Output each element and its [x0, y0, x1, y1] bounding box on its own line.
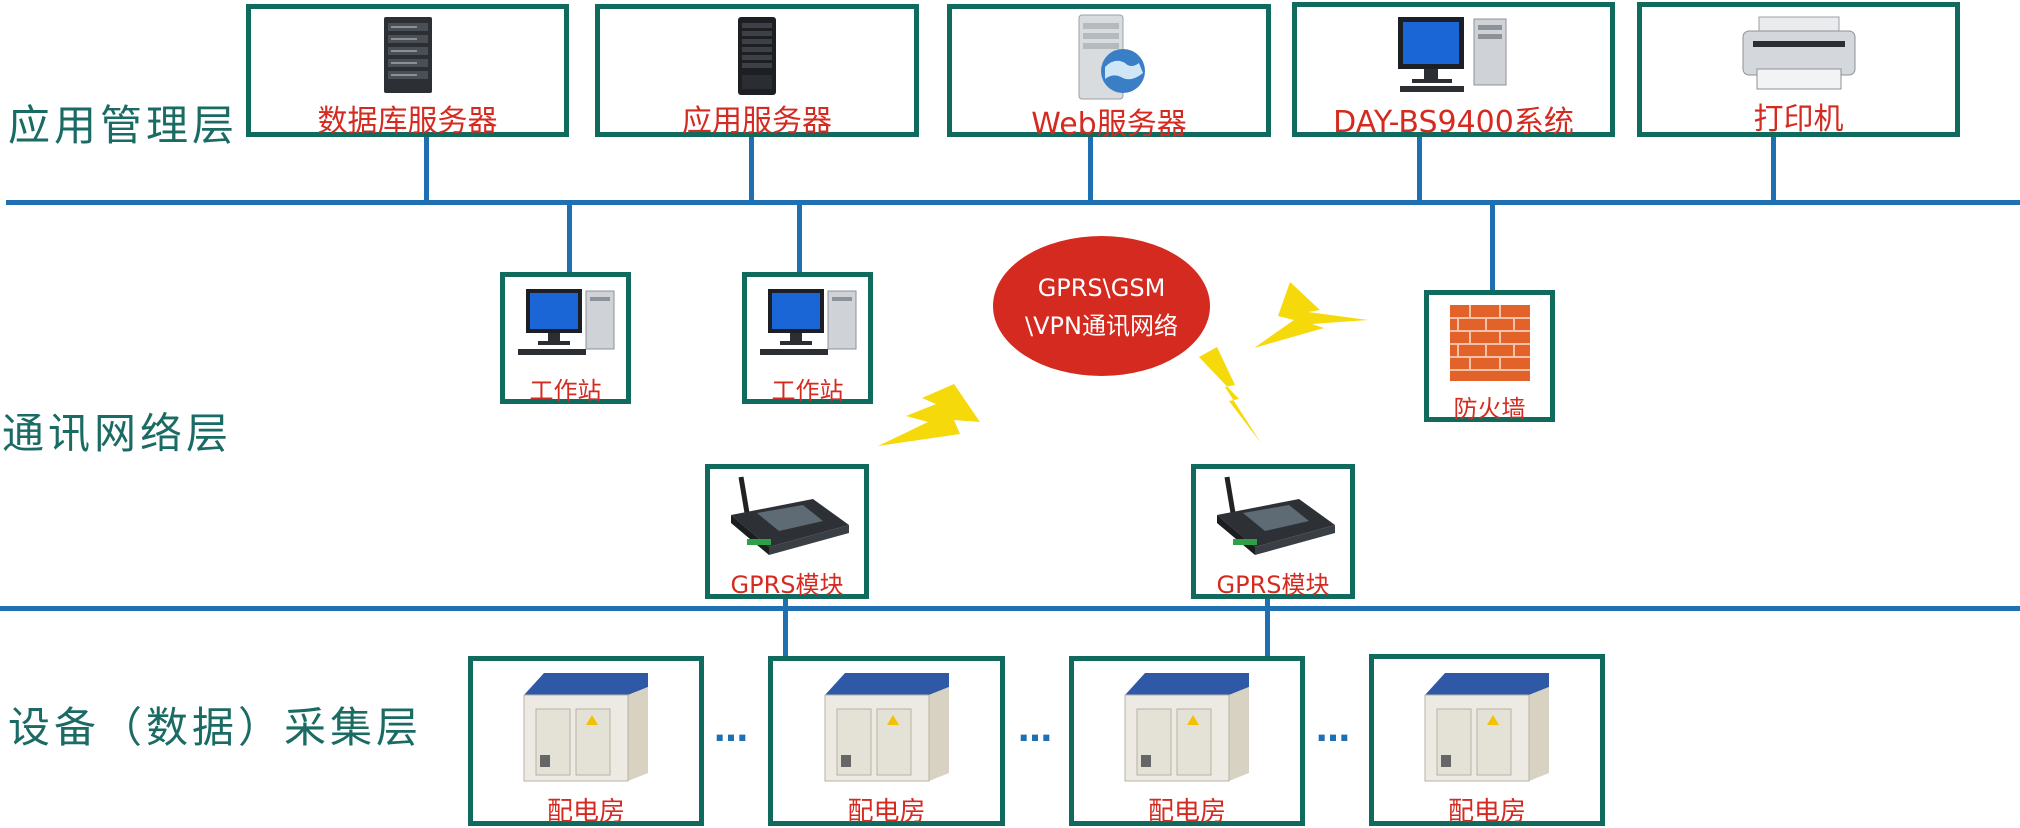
desktop-computer-icon — [759, 289, 856, 355]
gprs-module-label: GPRS模块 — [730, 571, 844, 599]
gprs-module-icon — [731, 476, 849, 555]
firewall-label: 防火墙 — [1453, 395, 1526, 423]
connector-line — [1490, 203, 1495, 294]
connector-line — [1771, 134, 1776, 204]
network-cloud: GPRS\GSM \VPN通讯网络 — [993, 236, 1210, 376]
connector-line — [797, 203, 802, 275]
ellipsis: … — [714, 710, 750, 750]
substation-cabinet-icon — [523, 673, 648, 782]
server-label: DAY-BS9400系统 — [1333, 105, 1574, 140]
printer-box[interactable]: 打印机 — [1637, 2, 1960, 137]
collection-bus-line — [0, 606, 2020, 611]
network-cloud-line2: \VPN通讯网络 — [1025, 312, 1178, 340]
workstation-box-2[interactable]: 工作站 — [742, 272, 873, 405]
printer-icon — [1742, 16, 1855, 90]
server-tower-icon — [738, 17, 776, 95]
workstation-label: 工作站 — [771, 377, 844, 405]
desktop-computer-icon — [517, 289, 614, 355]
ellipsis: … — [1018, 710, 1054, 750]
lightning-bolt-icon — [1254, 282, 1368, 348]
web-server-globe-icon — [1078, 14, 1145, 100]
layer-label-application: 应用管理层 — [8, 101, 239, 150]
substation-cabinet-icon — [824, 673, 949, 782]
desktop-computer-icon — [1397, 17, 1506, 92]
layer-label-network: 通讯网络层 — [2, 409, 233, 458]
workstation-label: 工作站 — [529, 377, 602, 405]
application-bus-line — [6, 200, 2020, 205]
ellipsis: … — [1316, 710, 1352, 750]
connector-line — [1265, 596, 1270, 658]
server-label: Web服务器 — [1031, 107, 1187, 142]
gprs-module-label: GPRS模块 — [1216, 571, 1330, 599]
substation-box-1[interactable]: 配电房 — [468, 656, 704, 827]
substation-cabinet-icon — [1124, 673, 1249, 782]
connector-line — [1088, 134, 1093, 204]
substation-label: 配电房 — [1147, 797, 1226, 827]
server-rack-icon — [383, 17, 432, 93]
substation-box-2[interactable]: 配电房 — [768, 656, 1005, 827]
gprs-module-box-2[interactable]: GPRS模块 — [1191, 464, 1355, 599]
substation-label: 配电房 — [1447, 797, 1526, 827]
server-box-application[interactable]: 应用服务器 — [595, 4, 919, 139]
connector-line — [1417, 134, 1422, 204]
workstation-box-1[interactable]: 工作站 — [500, 272, 631, 405]
connector-line — [749, 134, 754, 204]
connector-line — [567, 203, 572, 275]
gprs-module-icon — [1217, 476, 1335, 555]
server-box-day-bs9400[interactable]: DAY-BS9400系统 — [1292, 2, 1615, 140]
substation-box-4[interactable]: 配电房 — [1369, 654, 1605, 827]
connector-line — [783, 596, 788, 658]
network-cloud-line1: GPRS\GSM — [1037, 274, 1166, 302]
substation-label: 配电房 — [847, 797, 926, 827]
server-box-web[interactable]: Web服务器 — [947, 4, 1271, 142]
gprs-module-box-1[interactable]: GPRS模块 — [705, 464, 869, 599]
lightning-bolt-icon — [1199, 347, 1261, 443]
server-label: 应用服务器 — [682, 104, 832, 139]
server-label: 数据库服务器 — [317, 104, 498, 139]
firewall-box[interactable]: 防火墙 — [1424, 290, 1555, 423]
server-box-database[interactable]: 数据库服务器 — [246, 4, 569, 139]
brick-wall-icon — [1449, 305, 1530, 381]
printer-label: 打印机 — [1753, 102, 1844, 137]
substation-box-3[interactable]: 配电房 — [1069, 656, 1305, 827]
substation-cabinet-icon — [1424, 673, 1549, 782]
connector-line — [424, 134, 429, 204]
substation-label: 配电房 — [546, 797, 625, 827]
lightning-bolt-icon — [878, 384, 980, 446]
layer-label-collection: 设备（数据）采集层 — [8, 703, 423, 752]
